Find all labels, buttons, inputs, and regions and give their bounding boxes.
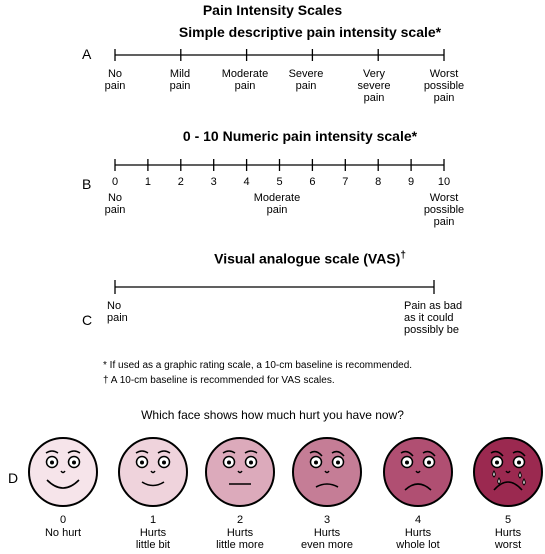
face-number: 2 bbox=[236, 514, 244, 526]
scale-b-left-label: No pain bbox=[104, 192, 126, 216]
face-mouth bbox=[404, 483, 432, 491]
scale-b-number: 8 bbox=[375, 176, 382, 188]
face-number: 4 bbox=[414, 514, 422, 526]
scale-a-title: Simple descriptive pain intensity scale* bbox=[178, 24, 442, 40]
scale-b-number: 6 bbox=[309, 176, 316, 188]
scale-b-title: 0 - 10 Numeric pain intensity scale* bbox=[182, 128, 418, 144]
face-circle bbox=[292, 437, 362, 507]
face-label: Hurts little more bbox=[216, 527, 264, 551]
tear-icon bbox=[522, 478, 526, 486]
face-number: 5 bbox=[504, 514, 512, 526]
face-label: No hurt bbox=[44, 527, 82, 539]
face-circle bbox=[205, 437, 275, 507]
face-0 bbox=[28, 437, 98, 507]
face-circle bbox=[473, 437, 543, 507]
face-mouth bbox=[141, 481, 165, 487]
scale-a-label-1: Mild pain bbox=[169, 68, 191, 92]
scale-a-ticks bbox=[114, 49, 445, 61]
scale-b-ticks bbox=[114, 159, 445, 171]
face-1 bbox=[118, 437, 188, 507]
face-number: 1 bbox=[149, 514, 157, 526]
scale-c-letter: C bbox=[82, 312, 93, 328]
scale-c-title: Visual analogue scale (VAS)† bbox=[214, 250, 406, 267]
face-number: 0 bbox=[59, 514, 67, 526]
tear-icon bbox=[497, 477, 501, 485]
scale-c-right-label: Pain as bad as it could possibly be bbox=[404, 300, 463, 336]
face-circle bbox=[383, 437, 453, 507]
scale-a-label-5: Worst possible pain bbox=[423, 68, 465, 104]
faces-letter: D bbox=[8, 470, 19, 486]
scale-b-number: 0 bbox=[111, 176, 119, 188]
face-2 bbox=[205, 437, 275, 507]
scale-b-number: 7 bbox=[342, 176, 349, 188]
face-label: Hurts little bit bbox=[135, 527, 171, 551]
face-label: Hurts worst bbox=[494, 527, 522, 551]
face-label: Hurts even more bbox=[301, 527, 353, 551]
face-5 bbox=[473, 437, 543, 507]
face-circle bbox=[28, 437, 98, 507]
scale-a-label-0: No pain bbox=[104, 68, 126, 92]
scale-c-left-label: No pain bbox=[107, 300, 128, 324]
face-mouth bbox=[315, 483, 339, 488]
scale-b-right-label: Worst possible pain bbox=[423, 192, 465, 228]
scale-b-number: 10 bbox=[437, 176, 451, 188]
scale-a-label-4: Very severe pain bbox=[357, 68, 391, 104]
scale-b-letter: B bbox=[82, 176, 92, 192]
face-4 bbox=[383, 437, 453, 507]
tear-icon bbox=[518, 471, 522, 479]
scale-a-letter: A bbox=[82, 46, 92, 62]
faces-question: Which face shows how much hurt you have … bbox=[141, 408, 404, 422]
face-circle bbox=[118, 437, 188, 507]
page-title: Pain Intensity Scales bbox=[202, 2, 343, 18]
face-number: 3 bbox=[323, 514, 331, 526]
scale-b-number: 4 bbox=[243, 176, 250, 188]
face-3 bbox=[292, 437, 362, 507]
scale-b-number: 1 bbox=[144, 176, 151, 188]
footnote-star: * If used as a graphic rating scale, a 1… bbox=[103, 360, 413, 371]
scale-b-mid-label: Moderate pain bbox=[253, 192, 301, 216]
face-mouth bbox=[46, 479, 80, 489]
face-label: Hurts whole lot bbox=[396, 527, 440, 551]
scale-a-label-3: Severe pain bbox=[288, 68, 324, 92]
scale-b-number: 2 bbox=[177, 176, 184, 188]
scale-b-number: 5 bbox=[276, 176, 283, 188]
scale-a-label-2: Moderate pain bbox=[221, 68, 269, 92]
footnote-dagger: † A 10-cm baseline is recommended for VA… bbox=[103, 375, 335, 386]
scale-b-number: 3 bbox=[210, 176, 217, 188]
face-mouth bbox=[493, 481, 523, 491]
scale-b-number: 9 bbox=[408, 176, 415, 188]
tear-icon bbox=[492, 470, 496, 478]
